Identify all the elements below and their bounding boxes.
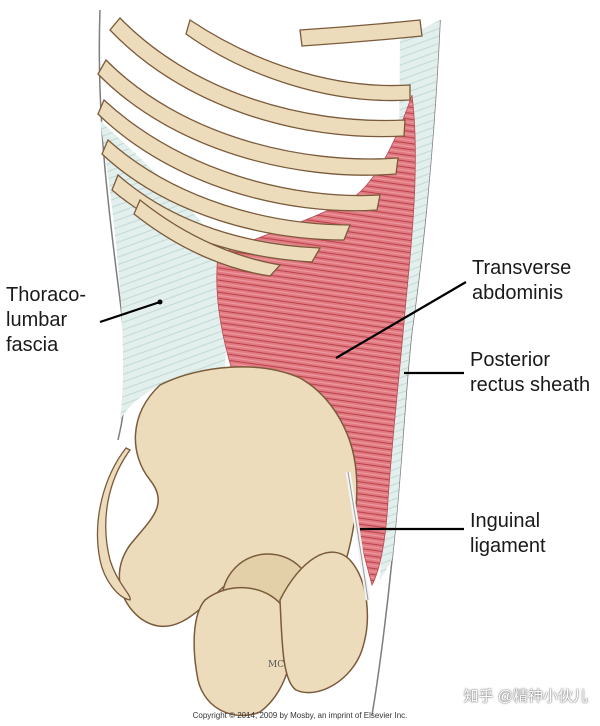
leader-thoracolumbar [99,300,161,324]
rib-3 [97,58,399,176]
leader-dot-thoracolumbar [157,299,163,305]
label-transverse-abdominis: Transverse abdominis [472,257,572,304]
pubic-bone [279,551,369,694]
watermark: 知乎 @精神小伙儿 [463,688,588,705]
rib-1 [185,18,411,102]
leader-lines [99,281,467,531]
label-posterior-rectus-sheath: Posterior rectus sheath [470,349,591,396]
costal-cartilage [299,19,423,47]
femoral-head [193,587,293,717]
leader-transverse [335,281,467,359]
rib-7 [133,198,282,277]
rib-4 [97,98,381,212]
rib-5 [101,138,351,241]
posterior-rectus-sheath-region [380,20,440,580]
label-thoracolumbar-fascia: Thoraco- lumbar fascia [6,284,87,356]
rib-2 [109,17,406,138]
label-inguinal-ligament: Inguinal ligament [470,510,546,557]
copyright-notice: Copyright © 2014, 2009 by Mosby, an impr… [192,711,408,720]
inguinal-ligament-edge [347,471,369,601]
rib-cage [97,17,423,277]
iliac-crest-hook [96,447,131,601]
artist-initials: MC [268,660,285,670]
